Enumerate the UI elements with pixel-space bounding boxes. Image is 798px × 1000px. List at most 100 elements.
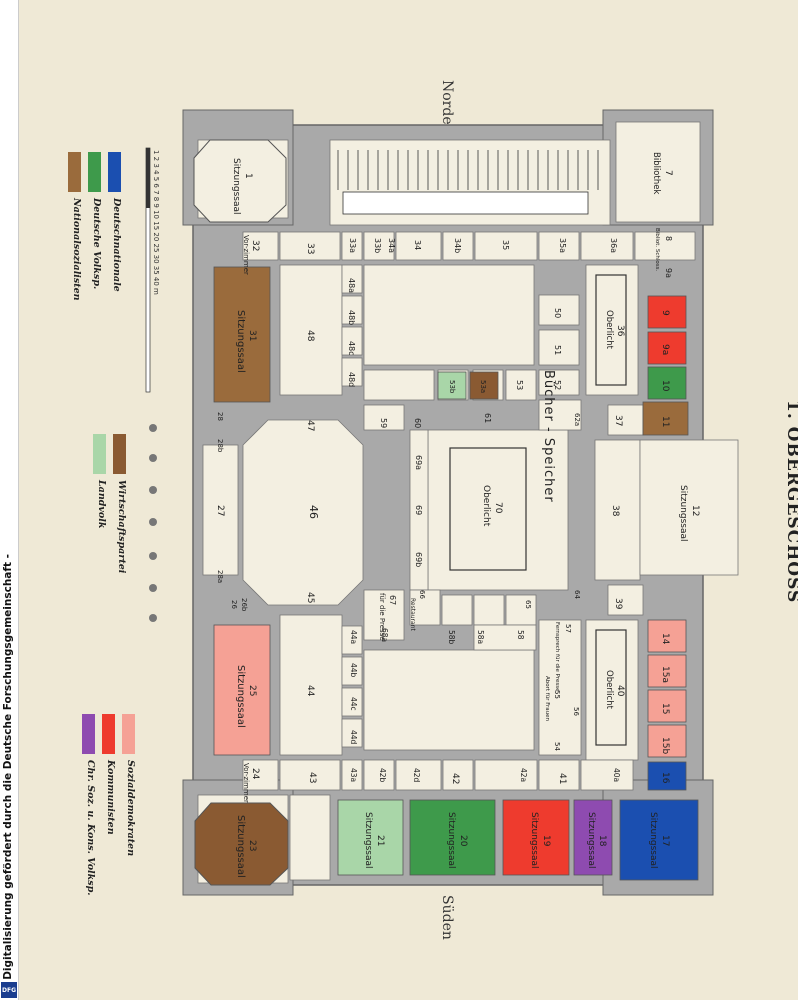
room-31-fill [213,266,271,403]
room-23-label: Sitzungssaal [235,815,246,878]
legend-swatch-nationalsozialisten [68,152,81,192]
legend-swatches-top [68,152,135,754]
legend-label-deutsche-volksp: Deutsche Volksp. [91,198,102,290]
room-10-number: 10 [660,380,670,392]
room-35a-number: 35a [558,238,567,253]
room-20-number: 20 [458,835,468,847]
outside-dots [149,424,157,622]
room-17-number: 17 [660,835,670,846]
room-48-number: 48 [305,330,315,342]
room-42a-number: 42a [519,768,528,782]
room-26b-number: 26b [240,598,248,612]
room-40-number: 40 [615,685,625,697]
room-47-number: 47 [305,420,315,431]
room-9a-number: 9a [660,344,670,355]
dfg-logo: DFG [1,982,17,998]
room-69b-number: 69b [414,552,423,567]
room-69a-number: 69a [414,455,423,470]
room-18-fill [573,799,613,876]
room-42-number: 42 [450,773,460,784]
legend-swatch-wirtschaftspartei [113,434,126,474]
room-28-number: 28 [216,412,224,421]
book-stack-label-box [342,191,589,215]
room-38-number: 38 [610,505,620,517]
room-27-number: 27 [215,505,225,516]
legend-label-deutschnationale: Deutschnationale [111,198,122,292]
room-15-number: 15 [660,703,670,714]
room-19-number: 19 [541,835,551,847]
room-58b-number: 58b [447,630,456,645]
room-42d-number: 42d [412,768,421,783]
room-53a-number: 53a [479,380,487,393]
room-53-number: 53 [515,380,524,390]
room-35-number: 35 [501,240,510,250]
room-36-label: Oberlicht [604,310,614,350]
room-46-number: 46 [307,505,320,519]
legend-label-nationalsozialisten: Nationalsozialisten [71,198,82,301]
room-9a-upper-number: 9a [664,268,673,278]
room-41-number: 41 [557,773,567,784]
room-23-fill [194,802,289,886]
room-66-label: Restaurant [409,598,416,631]
legend-label-chr-soz: Chr. Soz. u. Kons. Volksp. [85,760,96,896]
room-53b-number: 53b [448,380,456,394]
room-42b-number: 42b [378,768,387,783]
digitization-credit: Digitalisierung gefördert durch die Deut… [2,554,14,980]
room-48c-number: 48c [347,341,356,356]
skylight-frames [449,274,627,746]
room-50-number: 50 [553,308,562,318]
room-28b-number: 28b [216,439,224,453]
room-36-number: 36 [615,325,625,337]
room-24-label: Vor-zimmer [242,763,250,803]
room-56-number: 56 [572,707,580,716]
room-25-label: Sitzungssaal [235,665,246,728]
room-44a-number: 44a [349,630,358,644]
room-19-fill [502,799,570,876]
legend-swatch-landvolk [93,434,106,474]
room-8-label: Bibliot. Schloss. [654,228,660,271]
room-8-number: 8 [664,236,673,241]
room-67-label: für die Presse [378,593,386,641]
room-48b-number: 48b [347,310,356,325]
party-rooms [213,266,699,881]
room-24-number: 24 [250,768,260,780]
room-66-number: 66 [418,590,426,599]
room-59-number: 59 [379,418,388,428]
scale-bar [145,147,151,393]
room-40-label: Oberlicht [604,670,614,710]
legend-label-landvolk: Landvolk [96,480,107,529]
octagon-rooms [193,139,289,886]
room-19-label: Sitzungssaal [529,812,539,869]
room-33a-number: 33a [348,238,357,253]
room-64-number: 64 [573,590,581,599]
map-page: 1. OBERGESCHOSS Norden Süden 1 2 3 4 5 6… [18,0,798,1000]
room-54-number: 54 [553,742,561,751]
room-31-label: Sitzungssaal [235,310,246,373]
room-39-number: 39 [613,598,623,610]
room-57-label: Fernsprech für die Presse [554,622,560,692]
room-25-fill [213,624,271,756]
room-33-number: 33 [305,243,315,254]
room-31-number: 31 [247,330,257,341]
room-44b-number: 44b [349,663,358,678]
room-15a-number: 15a [660,666,670,683]
legend-swatch-sozialdemokraten [122,714,135,754]
room-44d-number: 44d [349,730,358,745]
room-44-number: 44 [305,685,315,697]
room-9-number: 9 [660,310,670,316]
room-58-number: 58 [516,630,525,640]
room-15b-number: 15b [660,737,670,754]
legend-swatch-kommunisten [102,714,115,754]
room-44c-number: 44c [349,697,358,711]
room-48a-number: 48a [347,278,356,293]
room-23-number: 23 [247,840,257,851]
room-58a-number: 58a [476,630,485,644]
legend-swatch-chr-soz [82,714,95,754]
room-65-number: 65 [524,600,532,609]
legend-label-wirtschaftspartei: Wirtschaftspartei [116,480,127,574]
book-stack-label: Bücher - Speicher [541,370,556,503]
book-shelves [337,150,599,190]
room-14-number: 14 [660,633,670,645]
room-34b-number: 34b [453,238,462,253]
room-labels: 1 Sitzungssaal 7 Bibliothek Bücher - Spe… [215,152,700,878]
